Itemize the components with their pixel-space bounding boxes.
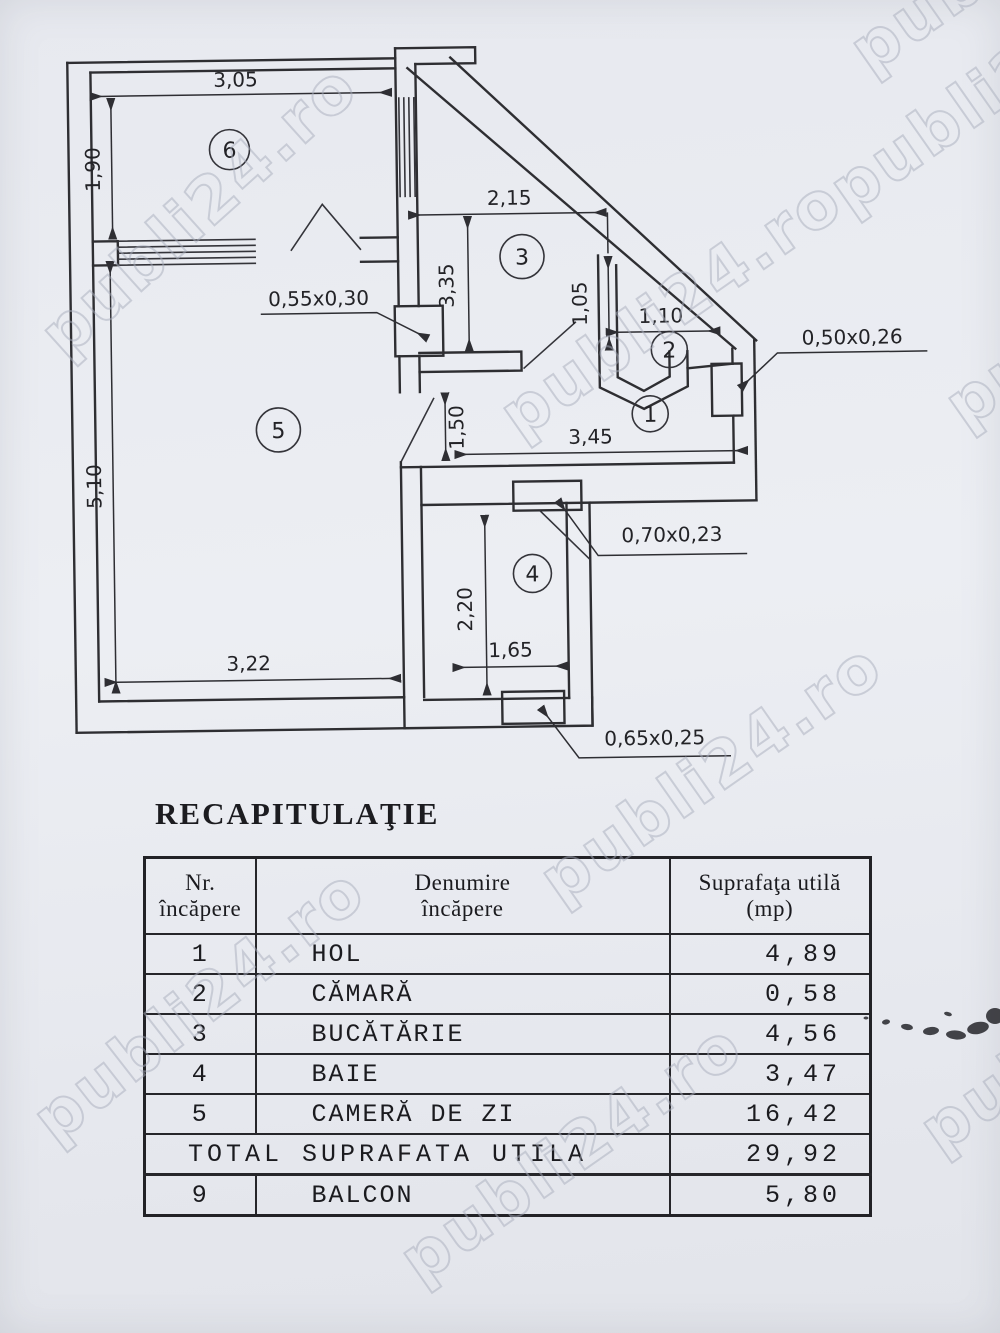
dim-1-65: 1,65 — [488, 637, 533, 662]
header-suprafata-line1: Suprafaţa utilă — [698, 870, 841, 895]
dim-3-45: 3,45 — [568, 424, 613, 449]
dim-3-22: 3,22 — [226, 651, 271, 676]
label-0-50x0-26: 0,50x0,26 — [802, 324, 903, 349]
header-denumire-line2: încăpere — [421, 896, 504, 921]
table-row: 1 HOL 4,89 — [143, 933, 872, 975]
row-nr: 5 — [143, 1093, 257, 1135]
row-value: 5,80 — [668, 1173, 872, 1217]
header-suprafata-line2: (mp) — [746, 896, 794, 921]
row-nr: 2 — [143, 973, 257, 1015]
dim-3-05: 3,05 — [213, 67, 258, 92]
total-value: 29,92 — [668, 1133, 872, 1176]
window-0-65x0-25 — [500, 689, 566, 726]
header-denumire-line1: Denumire — [414, 870, 511, 895]
row-value: 0,58 — [668, 973, 872, 1015]
dim-3-35: 3,35 — [434, 263, 459, 308]
row-nr: 9 — [143, 1173, 257, 1217]
dim-1-05: 1,05 — [567, 281, 592, 326]
walls — [66, 45, 758, 735]
dim-5-10: 5,10 — [82, 464, 107, 509]
header-denumire: Denumire încăpere — [254, 856, 671, 935]
vent-0-70x0-23 — [511, 479, 583, 512]
row-name: BUCĂTĂRIE — [254, 1013, 671, 1055]
row-nr: 4 — [143, 1053, 257, 1095]
recap-header-row: Nr. încăpere Denumire încăpere Suprafaţa… — [143, 856, 872, 935]
row-name: BAIE — [254, 1053, 671, 1095]
dim-2-20: 2,20 — [453, 587, 478, 632]
row-name: HOL — [254, 933, 671, 975]
dim-2-15: 2,15 — [487, 185, 532, 210]
watermark-text: publi24.ro — [907, 878, 1000, 1168]
header-nr: Nr. încăpere — [143, 856, 257, 935]
table-row: 4 BAIE 3,47 — [143, 1053, 872, 1095]
label-0-55x0-30: 0,55x0,30 — [268, 286, 369, 311]
total-label: TOTAL SUPRAFATA UTILA — [143, 1133, 671, 1176]
recap-table: Nr. încăpere Denumire încăpere Suprafaţa… — [143, 856, 872, 1217]
ink-smudges — [863, 1008, 1000, 1040]
row-value: 4,56 — [668, 1013, 872, 1055]
label-0-70x0-23: 0,70x0,23 — [621, 522, 722, 547]
header-nr-line1: Nr. — [185, 870, 216, 895]
room-6-label: 6 — [222, 139, 236, 164]
balcony-row: 9 BALCON 5,80 — [143, 1173, 872, 1217]
label-0-65x0-25: 0,65x0,25 — [604, 725, 705, 750]
room-4-label: 4 — [525, 562, 539, 587]
table-row: 2 CĂMARĂ 0,58 — [143, 973, 872, 1015]
row-name: CAMERĂ DE ZI — [254, 1093, 671, 1135]
row-nr: 3 — [143, 1013, 257, 1055]
dimensions: 3,05 1,90 2,15 3,35 1,05 1,10 3,45 1,50 … — [80, 67, 749, 696]
table-row: 5 CAMERĂ DE ZI 16,42 — [143, 1093, 872, 1135]
header-suprafata: Suprafaţa utilă (mp) — [668, 856, 872, 935]
row-name: BALCON — [254, 1173, 671, 1217]
dim-1-50: 1,50 — [444, 405, 469, 450]
row-value: 3,47 — [668, 1053, 872, 1095]
row-nr: 1 — [143, 933, 257, 975]
room-labels: 6 5 3 2 1 4 — [208, 128, 689, 594]
header-nr-line2: încăpere — [159, 896, 242, 921]
closet-0-55x0-30 — [393, 304, 445, 358]
room-3-label: 3 — [515, 245, 529, 270]
row-name: CĂMARĂ — [254, 973, 671, 1015]
table-row: 3 BUCĂTĂRIE 4,56 — [143, 1013, 872, 1055]
leader-labels: 0,55x0,30 0,50x0,26 0,70x0,23 0,65x0,25 — [260, 286, 928, 759]
total-row: TOTAL SUPRAFATA UTILA 29,92 — [143, 1133, 872, 1176]
room-5-label: 5 — [271, 419, 285, 444]
row-value: 4,89 — [668, 933, 872, 975]
recap-title: RECAPITULAŢIE — [155, 796, 440, 831]
floor-plan-drawing: 6 5 3 2 1 4 3,05 1,90 2,15 — [66, 45, 928, 759]
dim-1-10: 1,10 — [638, 303, 683, 328]
row-value: 16,42 — [668, 1093, 872, 1135]
dim-1-90: 1,90 — [80, 147, 105, 192]
room-1-label: 1 — [643, 403, 657, 428]
room-2-label: 2 — [662, 338, 676, 363]
window-0-50x0-26 — [710, 362, 744, 418]
